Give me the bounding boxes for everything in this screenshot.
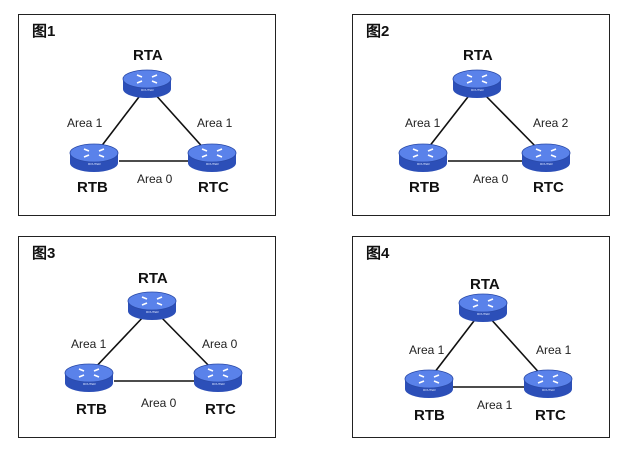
router-rtb-icon[interactable]: ROUTER [69, 143, 119, 172]
router-rta-label: RTA [133, 47, 163, 64]
link-ab-area-label: Area 1 [405, 116, 441, 130]
link-bc-area-label: Area 0 [141, 396, 177, 410]
router-rtc-icon[interactable]: ROUTER [193, 363, 243, 392]
link-rta-rtc [153, 92, 208, 153]
link-rta-rtc [488, 316, 544, 378]
router-rtb-icon[interactable]: ROUTER [404, 369, 454, 398]
svg-text:ROUTER: ROUTER [540, 162, 554, 166]
router-rta-icon[interactable]: ROUTER [127, 291, 177, 320]
link-ac-area-label: Area 1 [536, 343, 572, 357]
link-bc-area-label: Area 0 [473, 172, 509, 186]
router-rtc-icon[interactable]: ROUTER [187, 143, 237, 172]
link-bc-area-label: Area 1 [477, 398, 513, 412]
link-rta-rtc [158, 314, 216, 373]
router-rtc-label: RTC [533, 179, 564, 196]
svg-text:ROUTER: ROUTER [146, 310, 160, 314]
router-rta-label: RTA [138, 270, 168, 287]
figure-panel-4: 图4 ROUTER ROUTER ROUTER RTA RTB RTC Area… [352, 236, 610, 438]
topology-diagram: ROUTER ROUTER ROUTER RTA RTB RTC Area 1 … [398, 47, 571, 196]
router-rtb-label: RTB [409, 179, 440, 196]
svg-text:ROUTER: ROUTER [88, 162, 102, 166]
router-rtb-label: RTB [76, 401, 107, 418]
svg-text:ROUTER: ROUTER [417, 162, 431, 166]
link-rta-rtb [90, 314, 146, 373]
topology-diagram: ROUTER ROUTER ROUTER RTA RTB RTC Area 1 … [64, 270, 243, 418]
svg-text:ROUTER: ROUTER [212, 382, 226, 386]
link-rta-rtc [482, 92, 542, 153]
svg-text:ROUTER: ROUTER [542, 388, 556, 392]
topology-diagram: ROUTER ROUTER ROUTER RTA RTB RTC Area 1 … [404, 276, 573, 424]
link-rta-rtb [430, 316, 478, 378]
router-rta-icon[interactable]: ROUTER [452, 69, 502, 98]
link-rta-rtb [424, 92, 472, 153]
svg-text:ROUTER: ROUTER [423, 388, 437, 392]
topology-diagram: ROUTER ROUTER ROUTER RTA RTB RTC Area 1 … [67, 47, 237, 196]
router-rtc-icon[interactable]: ROUTER [523, 369, 573, 398]
router-rta-icon[interactable]: ROUTER [122, 69, 172, 98]
router-rta-label: RTA [470, 276, 500, 293]
figure-panel-2: 图2 ROUTER ROUTER ROUTER RTA RTB RTC Area… [352, 14, 610, 216]
link-rta-rtb [96, 92, 143, 153]
router-rta-icon[interactable]: ROUTER [458, 293, 508, 322]
link-ab-area-label: Area 1 [67, 116, 103, 130]
router-rtc-label: RTC [535, 407, 566, 424]
figure-panel-3: 图3 ROUTER ROUTER ROUTER RTA RTB RTC Area… [18, 236, 276, 438]
figure-title: 图1 [32, 23, 56, 40]
svg-text:ROUTER: ROUTER [477, 312, 491, 316]
router-rtc-label: RTC [198, 179, 229, 196]
figure-title: 图2 [366, 23, 390, 40]
figure-panel-1: 图1 ROUTER ROUTER ROUTER RTA RTB RTC Area… [18, 14, 276, 216]
router-rtb-label: RTB [77, 179, 108, 196]
svg-text:ROUTER: ROUTER [141, 88, 155, 92]
link-bc-area-label: Area 0 [137, 172, 173, 186]
link-ac-area-label: Area 1 [197, 116, 233, 130]
link-ab-area-label: Area 1 [71, 337, 107, 351]
link-ab-area-label: Area 1 [409, 343, 445, 357]
router-rtb-icon[interactable]: ROUTER [64, 363, 114, 392]
svg-text:ROUTER: ROUTER [471, 88, 485, 92]
router-rtb-icon[interactable]: ROUTER [398, 143, 448, 172]
link-ac-area-label: Area 2 [533, 116, 569, 130]
svg-text:ROUTER: ROUTER [83, 382, 97, 386]
figure-title: 图3 [32, 245, 56, 262]
figure-title: 图4 [366, 245, 390, 262]
svg-text:ROUTER: ROUTER [206, 162, 220, 166]
router-rtc-icon[interactable]: ROUTER [521, 143, 571, 172]
router-rtc-label: RTC [205, 401, 236, 418]
router-rta-label: RTA [463, 47, 493, 64]
router-rtb-label: RTB [414, 407, 445, 424]
link-ac-area-label: Area 0 [202, 337, 238, 351]
